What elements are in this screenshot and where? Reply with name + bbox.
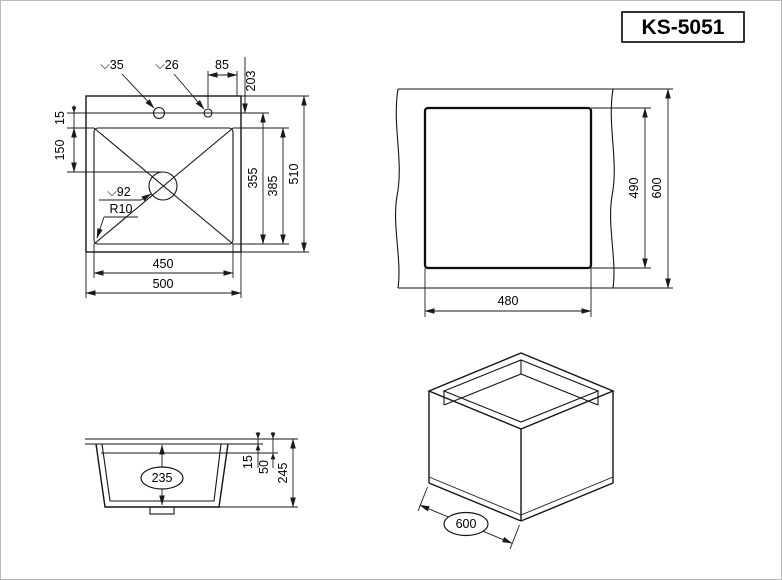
inner-depth-label: 355 bbox=[246, 168, 260, 189]
overall-width-label: 500 bbox=[153, 277, 174, 291]
front-dimension-labels: 235 15 50 245 bbox=[152, 455, 290, 485]
bowl-width-label: 450 bbox=[153, 257, 174, 271]
cutout-dimension-labels: 490 600 480 bbox=[498, 178, 664, 308]
bowl-diagonal-2 bbox=[93, 127, 234, 245]
title-frame bbox=[621, 11, 745, 43]
drain-fitting bbox=[149, 506, 175, 515]
drain-offset-label: 150 bbox=[53, 140, 67, 161]
rim-offset-label: 15 bbox=[53, 111, 67, 125]
plan-view: ⌵35 ⌵26 85 203 15 150 ⌵92 R10 355 385 51… bbox=[53, 57, 309, 298]
ledge-depth-label: 50 bbox=[257, 460, 271, 474]
plan-dimension-labels: ⌵35 ⌵26 85 203 15 150 ⌵92 R10 355 385 51… bbox=[53, 58, 301, 291]
cutout-outline bbox=[423, 106, 593, 270]
front-view: 235 15 50 245 bbox=[85, 432, 298, 515]
counter-height-label: 600 bbox=[650, 178, 664, 199]
faucet-hole-diameter-label: ⌵35 bbox=[100, 58, 123, 72]
drain-diameter-label: ⌵92 bbox=[107, 185, 130, 199]
bowl-inner-outline bbox=[93, 127, 234, 245]
total-height-label: 245 bbox=[276, 463, 290, 484]
front-dimension-lines bbox=[159, 432, 296, 508]
iso-bowl-bottom bbox=[443, 373, 599, 406]
bowl-depth-balloon bbox=[140, 466, 184, 490]
overall-depth-label: 510 bbox=[287, 164, 301, 185]
sink-outer-outline bbox=[85, 95, 242, 253]
drain-hole bbox=[148, 171, 178, 201]
overall-width-label: 600 bbox=[456, 517, 477, 531]
bowl-depth-label: 385 bbox=[266, 176, 280, 197]
title-box: KS-5051 bbox=[621, 11, 745, 43]
hole-offset-label: 203 bbox=[244, 71, 258, 92]
second-hole-diameter-label: ⌵26 bbox=[155, 58, 178, 72]
overall-width-balloon bbox=[443, 511, 489, 537]
rim-height-label: 15 bbox=[241, 455, 255, 469]
cutout-dimension-lines bbox=[424, 88, 671, 317]
corner-radius-label: R10 bbox=[110, 202, 133, 216]
cut-width-label: 480 bbox=[498, 294, 519, 308]
bowl-depth-label: 235 bbox=[152, 471, 173, 485]
hole-spacing-label: 85 bbox=[215, 58, 229, 72]
cutout-view: 490 600 480 bbox=[395, 88, 673, 317]
countertop-break-left bbox=[395, 88, 400, 289]
iso-cabinet bbox=[428, 391, 614, 522]
isometric-view: 600 bbox=[417, 352, 615, 550]
cut-height-label: 490 bbox=[627, 178, 641, 199]
plan-dimension-lines bbox=[67, 57, 309, 298]
model-number-label: KS-5051 bbox=[642, 16, 725, 39]
countertop-break-right bbox=[610, 88, 615, 289]
